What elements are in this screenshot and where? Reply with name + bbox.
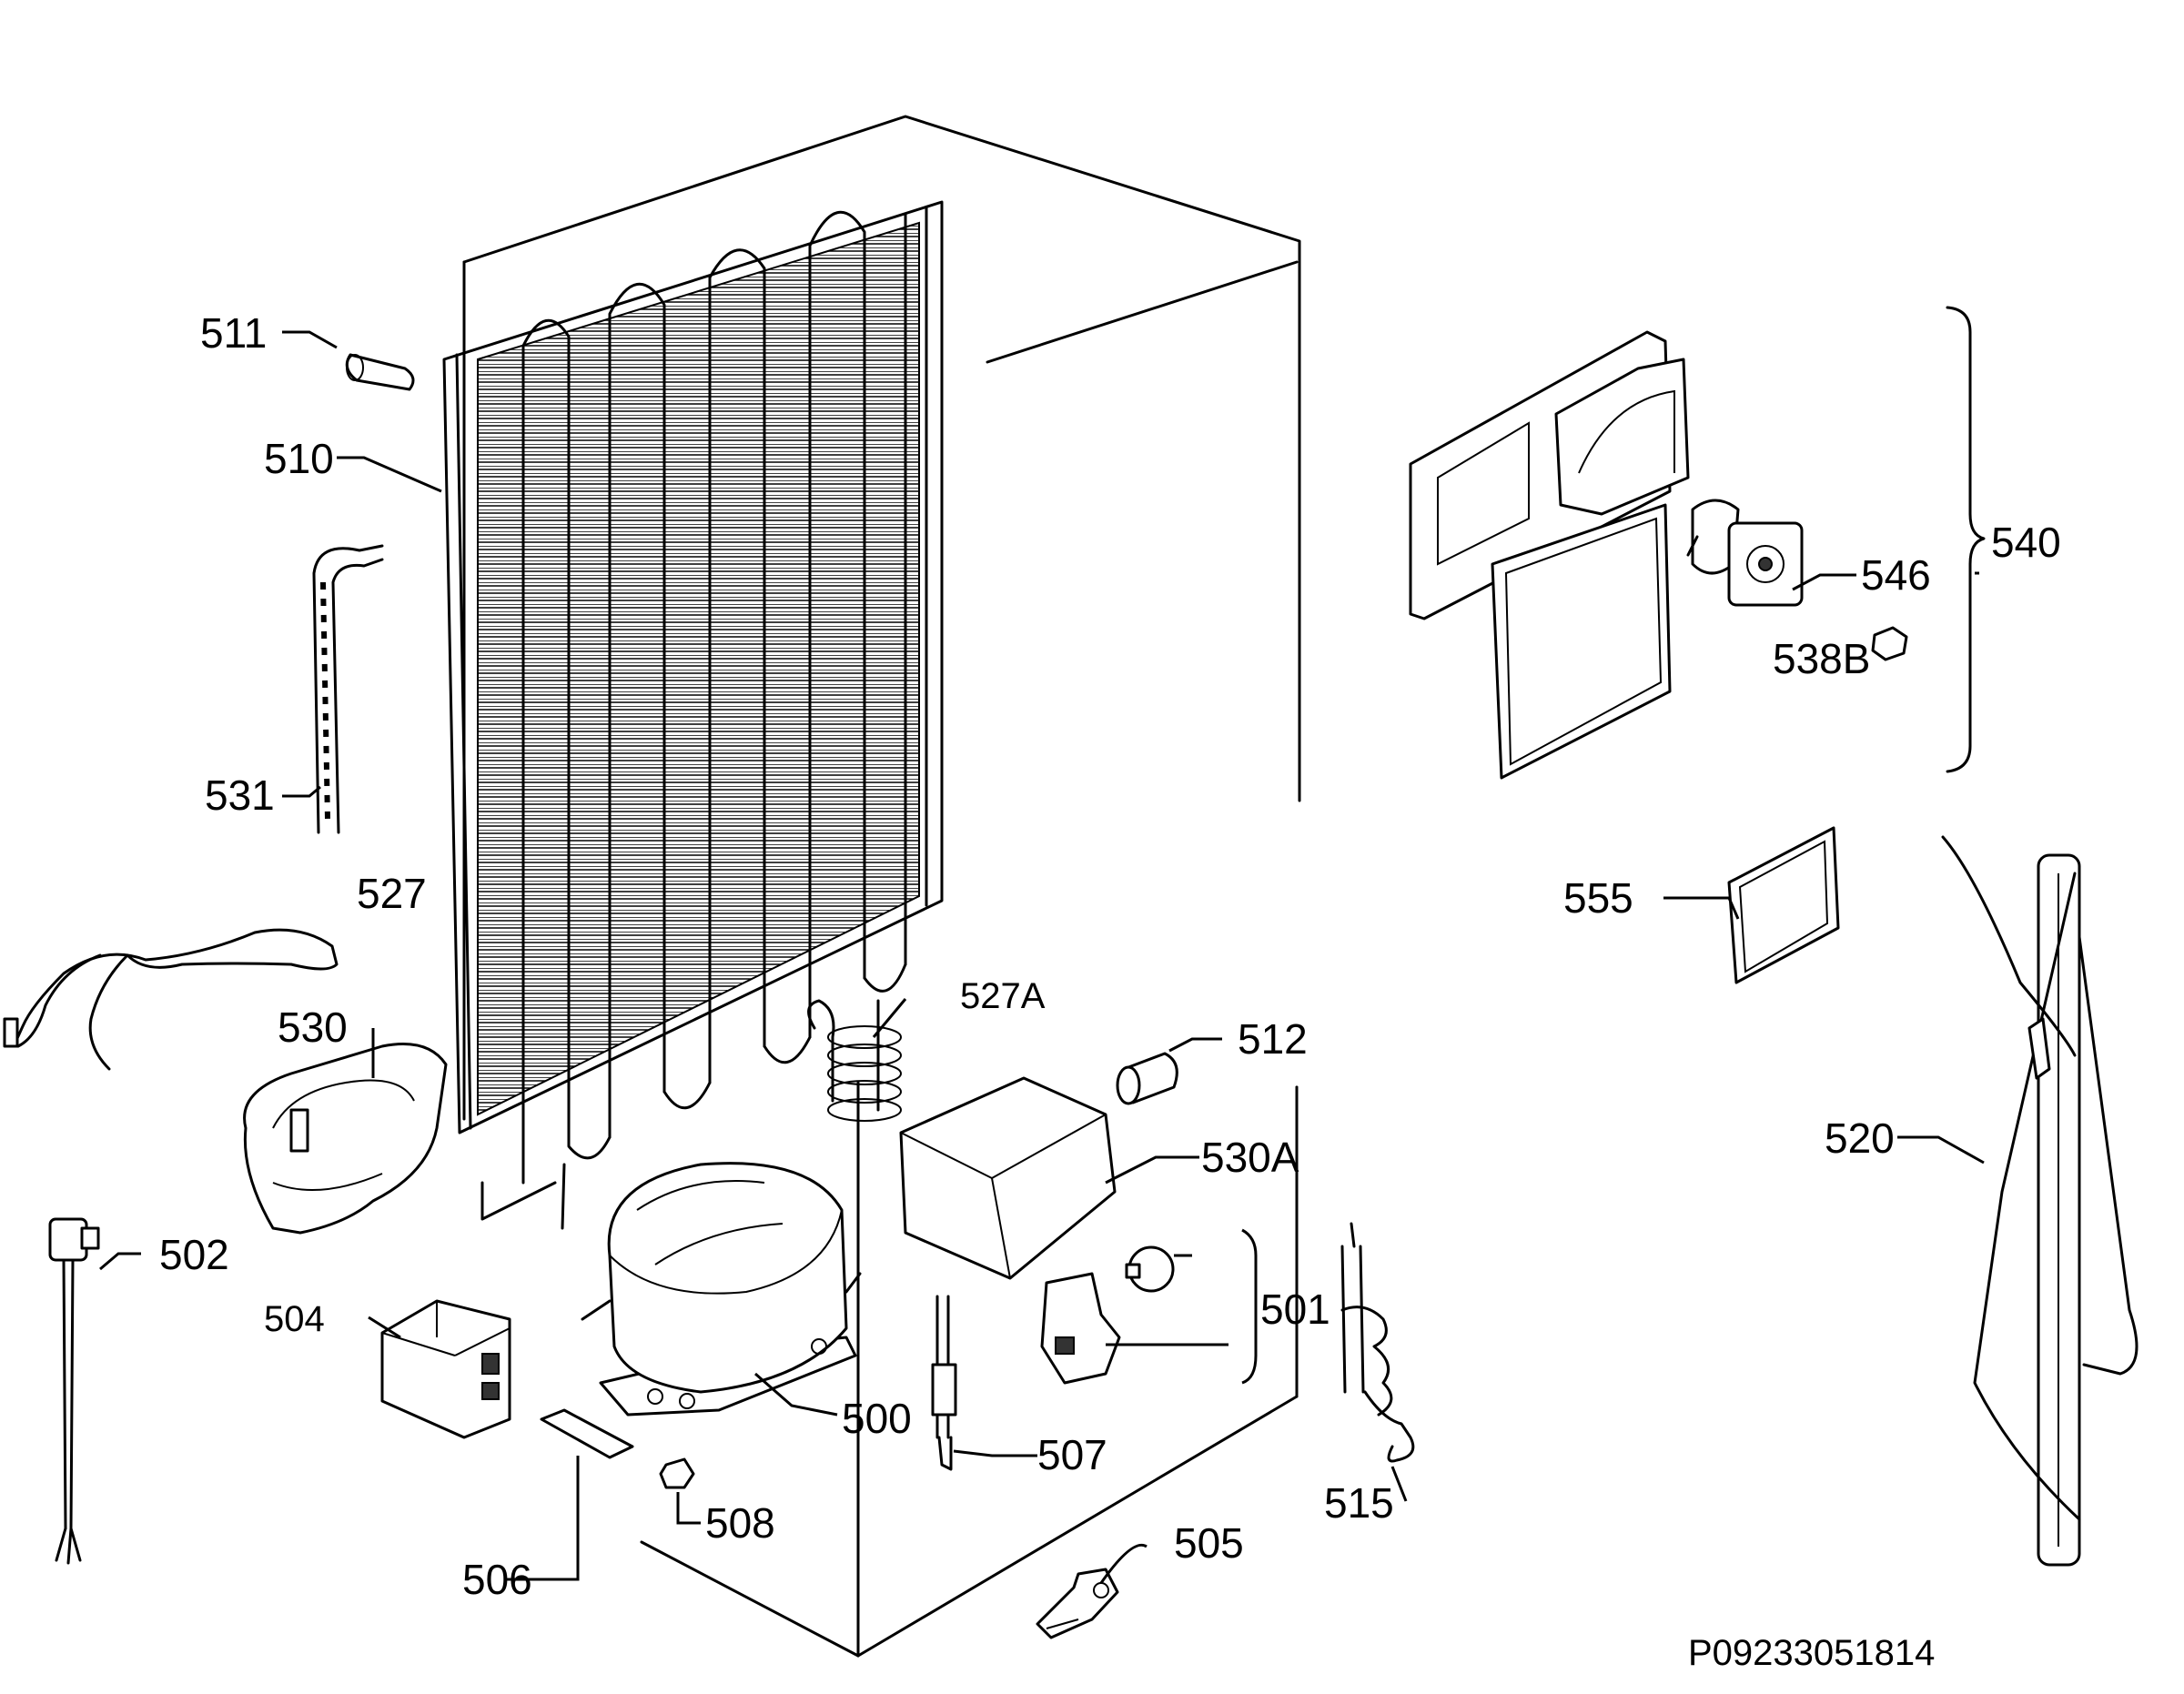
part-531-filter-strip — [312, 544, 384, 834]
part-515-heater — [1340, 1222, 1415, 1463]
part-501-starter-kit — [1040, 1245, 1175, 1385]
part-530-drip-tray — [243, 1043, 448, 1235]
part-530A-block — [899, 1076, 1117, 1280]
label-555: 555 — [1563, 874, 1633, 922]
label-527: 527 — [357, 870, 427, 917]
part-508-nut — [659, 1457, 695, 1489]
label-510: 510 — [264, 435, 334, 482]
label-531: 531 — [205, 771, 275, 819]
part-527A-coil — [807, 999, 902, 1122]
part-512-cylinder — [1116, 1052, 1178, 1105]
label-546: 546 — [1861, 551, 1931, 599]
label-530: 530 — [278, 1003, 348, 1051]
label-512: 512 — [1238, 1015, 1308, 1063]
label-505: 505 — [1174, 1519, 1244, 1567]
label-527A: 527A — [960, 976, 1046, 1016]
label-504: 504 — [264, 1299, 325, 1339]
part-502-sensor — [48, 1217, 100, 1565]
label-520: 520 — [1825, 1114, 1895, 1162]
part-520-door-strip — [1941, 835, 2138, 1567]
part-538B-nut — [1871, 626, 1908, 661]
label-507: 507 — [1037, 1431, 1107, 1478]
part-506-mounting-plate — [540, 1408, 634, 1459]
label-515: 515 — [1324, 1479, 1394, 1527]
label-538B: 538B — [1773, 635, 1870, 682]
label-511: 511 — [200, 309, 267, 357]
part-527-wire-bracket — [3, 928, 339, 1071]
label-501: 501 — [1260, 1286, 1330, 1333]
leader-lines — [99, 330, 1985, 1584]
reference-code: P09233051814 — [1688, 1633, 1935, 1673]
label-530A: 530A — [1201, 1134, 1299, 1181]
part-540-brace — [1946, 306, 1986, 773]
part-500-compressor — [581, 1162, 862, 1417]
part-507-thermostat-probe — [931, 1295, 957, 1471]
part-555-card — [1727, 826, 1840, 984]
label-540: 540 — [1991, 519, 2061, 566]
part-546-fan-motor — [1686, 499, 1804, 607]
part-540-fan-housing — [1409, 330, 1690, 780]
label-500: 500 — [842, 1395, 912, 1442]
part-504-relay-box — [380, 1299, 511, 1439]
part-labels: 511 510 531 527 530 502 504 506 500 508 … — [159, 309, 2061, 1673]
condenser — [442, 200, 944, 1230]
label-506: 506 — [462, 1556, 532, 1603]
part-511-tube-clip — [345, 353, 415, 391]
part-505-bracket — [1036, 1568, 1119, 1639]
label-502: 502 — [159, 1231, 229, 1278]
label-508: 508 — [705, 1499, 775, 1547]
